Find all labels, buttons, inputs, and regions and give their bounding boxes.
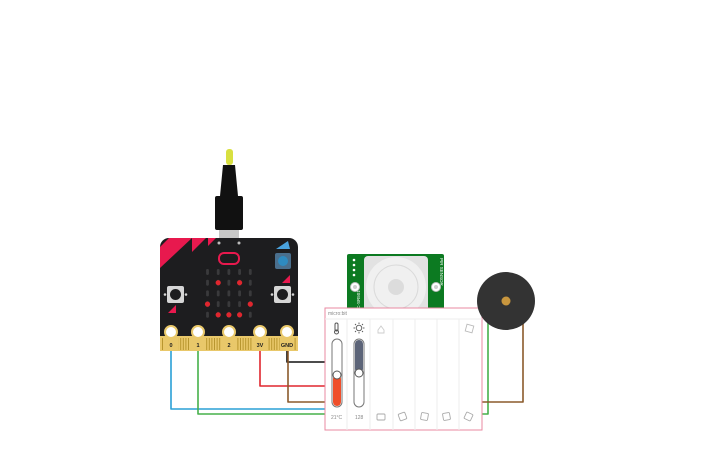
pin-1[interactable]: 1	[190, 325, 206, 351]
led-0-3	[238, 269, 241, 275]
compass-icon	[464, 323, 475, 334]
temperature-slider-thumb[interactable]	[332, 370, 342, 380]
led-3-3	[238, 301, 241, 308]
thermometer-icon	[334, 322, 339, 335]
temperature-slider[interactable]	[331, 338, 343, 408]
sound-icon	[377, 325, 385, 334]
led-2-1	[216, 290, 220, 297]
led-2-2	[227, 290, 231, 297]
pin-label: GND	[281, 343, 293, 349]
led-lit-4-1	[215, 312, 221, 318]
led-1-4	[248, 279, 252, 286]
sensor-panel[interactable]: micro:bit	[324, 307, 483, 431]
led-0-1	[216, 269, 220, 275]
led-lit-1-3	[237, 280, 243, 286]
led-lit-4-3	[237, 312, 243, 318]
pin-0[interactable]: 0	[163, 325, 179, 351]
led-0-4	[248, 269, 252, 275]
sensor-panel-title: micro:bit	[328, 311, 348, 317]
button-b[interactable]	[270, 286, 295, 303]
microbit-logo-accent	[160, 238, 192, 268]
led-lit-4-2	[226, 312, 232, 318]
microbit-board[interactable]: 0 1 2 3V GND	[160, 149, 298, 351]
pir-sensor[interactable]: HC-SR501 PIR SENSOR	[347, 254, 444, 324]
pin-2[interactable]: 2	[221, 325, 237, 351]
pin-gnd[interactable]: GND	[279, 325, 295, 351]
temperature-level	[333, 375, 341, 406]
light-level	[355, 340, 363, 373]
led-3-2	[227, 301, 231, 308]
led-4-4	[248, 311, 252, 318]
light-readout: 128	[355, 415, 364, 421]
pin-label: 3V	[257, 343, 264, 349]
led-2-4	[248, 290, 252, 297]
led-4-0	[206, 311, 209, 318]
pir-right-label: PIR SENSOR	[439, 258, 444, 287]
microbit-small-logo	[168, 305, 176, 313]
led-lit-3-0	[204, 301, 211, 307]
led-matrix	[204, 269, 253, 318]
light-slider[interactable]	[353, 338, 365, 408]
light-slider-thumb[interactable]	[354, 368, 364, 378]
buzzer[interactable]	[477, 272, 535, 330]
pin-label: 1	[196, 343, 199, 349]
led-2-0	[206, 290, 209, 297]
button-a[interactable]	[163, 286, 188, 303]
led-3-1	[216, 301, 220, 308]
pin-3v[interactable]: 3V	[252, 325, 268, 351]
temperature-readout: 21°C	[331, 415, 343, 421]
led-1-0	[206, 279, 209, 286]
bluetooth-icon	[276, 241, 290, 249]
led-0-0	[206, 269, 209, 275]
sun-icon	[353, 322, 365, 334]
led-lit-3-4	[247, 301, 253, 307]
pin-label: 2	[227, 343, 230, 349]
usb-cable	[215, 149, 243, 239]
sensor-panel-frame	[324, 307, 483, 431]
led-0-2	[227, 269, 231, 275]
led-lit-1-1	[215, 280, 221, 286]
microbit-face-logo	[217, 241, 241, 265]
led-2-3	[238, 290, 241, 297]
microbit-pins: 0 1 2 3V GND	[163, 325, 295, 351]
led-1-2	[227, 279, 231, 286]
pin-label: 0	[169, 343, 172, 349]
accelerometer-icon[interactable]	[376, 411, 474, 422]
pir-left-label: HC-SR501	[356, 290, 361, 312]
buzzer-center	[501, 296, 511, 306]
